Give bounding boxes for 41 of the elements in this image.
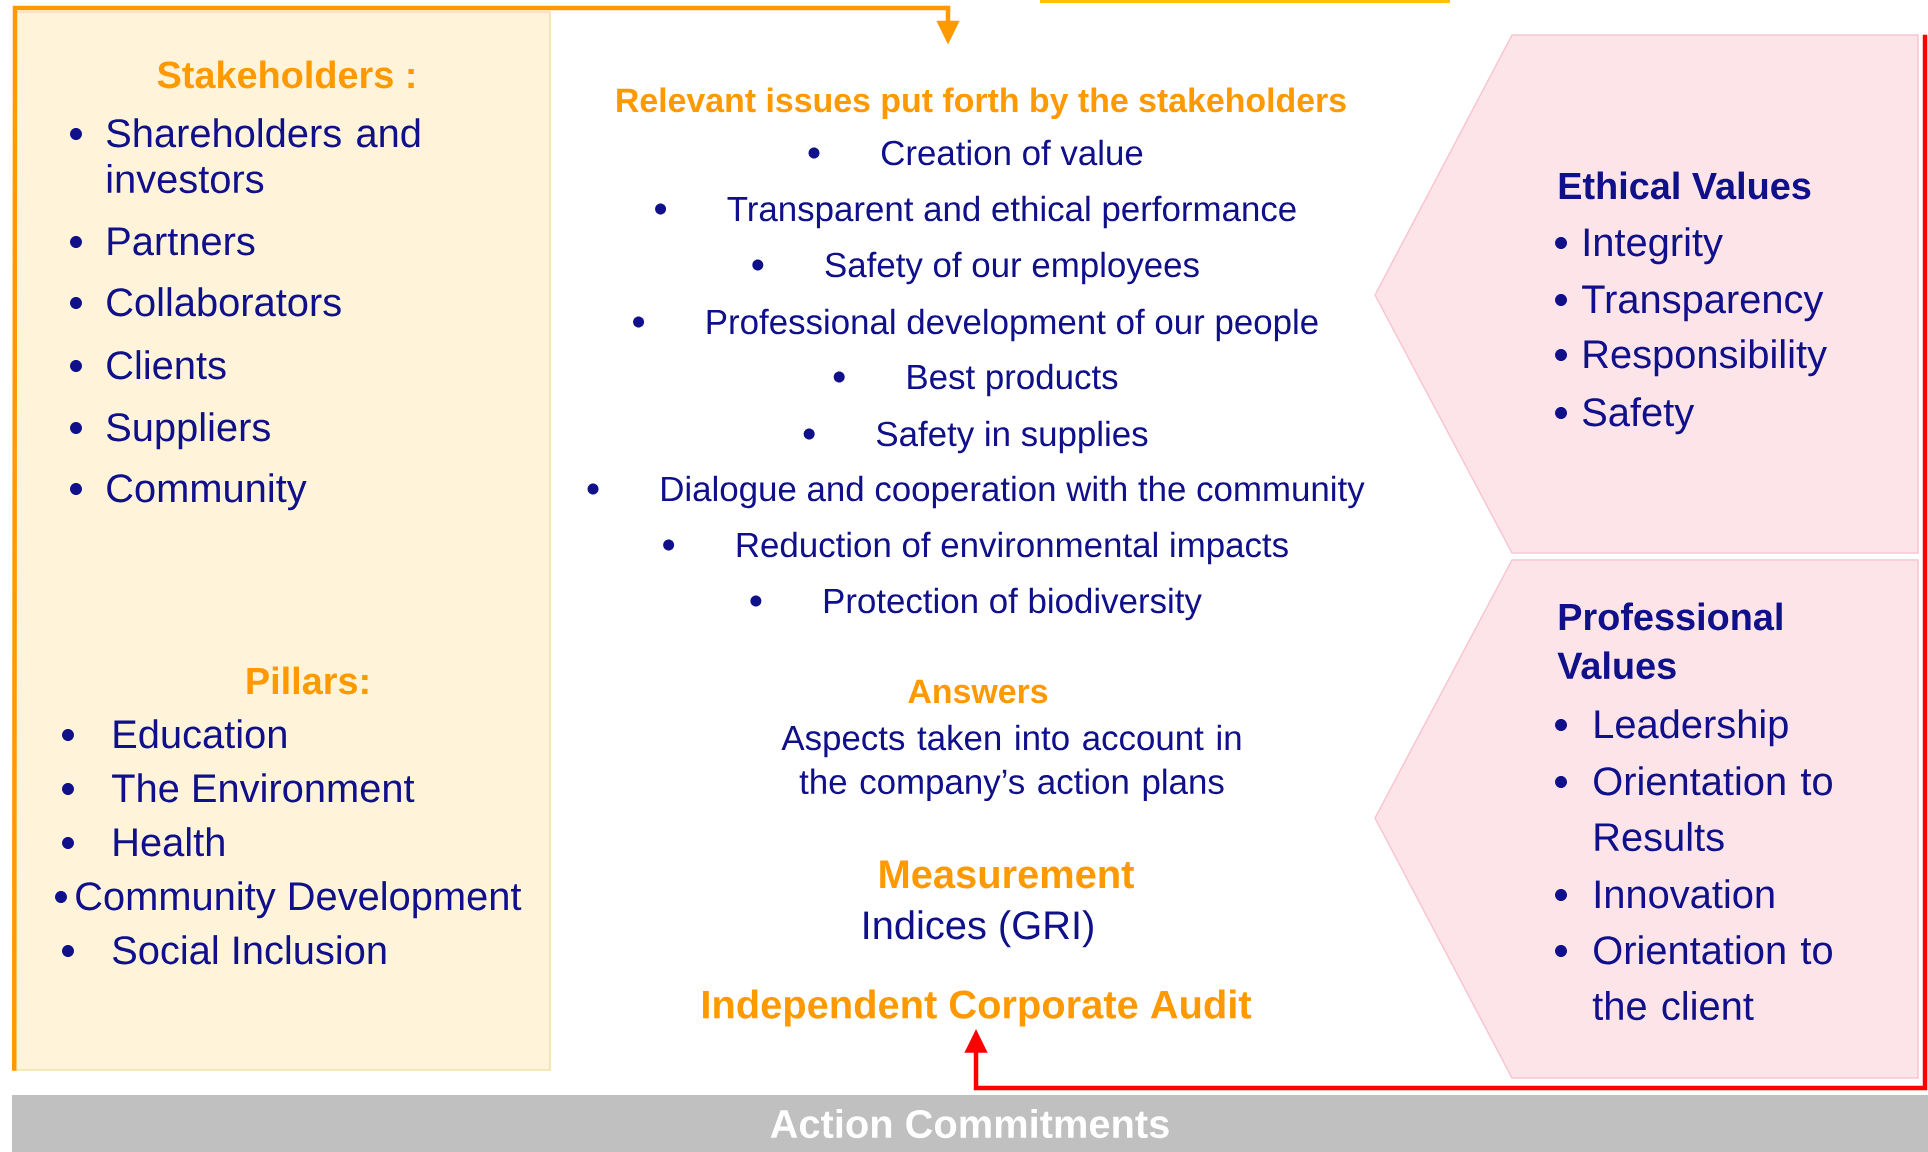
list-item: Education: [62, 719, 286, 749]
heading: Pillars:: [247, 666, 368, 695]
list-item: Creation of value: [808, 139, 1143, 166]
list-item: Safety in supplies: [803, 420, 1148, 454]
list-item: Community Development: [55, 881, 522, 919]
list-item: The Environment: [62, 773, 415, 803]
arrow: [964, 34, 1928, 1091]
list-item: Orientation to Results: [1555, 766, 1832, 852]
list-item: Orientation to the client: [1555, 935, 1832, 1021]
list-item: Innovation: [1555, 879, 1774, 909]
list-item: Safety of our employees: [752, 251, 1199, 285]
list-item: Community: [70, 473, 307, 511]
heading: Answers: [908, 679, 1048, 704]
audit-label: Independent Corporate Audit: [703, 989, 1252, 1027]
body-text: Indices (GRI): [864, 910, 1093, 948]
heading: Ethical Values: [1559, 171, 1811, 200]
list-item: Best products: [833, 363, 1118, 397]
list-item: Safety: [1555, 397, 1695, 435]
list-item: Integrity: [1555, 227, 1723, 265]
list-item: Reduction of environmental impacts: [663, 531, 1288, 565]
list-item: Social Inclusion: [62, 935, 386, 965]
list-item: Dialogue and cooperation with the community: [587, 475, 1365, 509]
heading: Professional Values: [1557, 602, 1782, 680]
list-item: Suppliers: [70, 412, 270, 450]
body-text: Aspects taken into account in the company’s action plans: [781, 724, 1241, 802]
list-item: Health: [62, 827, 224, 857]
list-item: Shareholders and investors: [70, 118, 420, 194]
arrow: [12, 5, 960, 1071]
action-bar: Action Commitments: [12, 1095, 1928, 1152]
list-item: Professional development of our people: [633, 308, 1318, 342]
list-item: Clients: [70, 350, 226, 380]
heading: Relevant issues put forth by the stakeholders: [617, 87, 1346, 120]
list-item: Protection of biodiversity: [750, 587, 1202, 621]
list-item: Leadership: [1555, 709, 1788, 747]
list-item: Collaborators: [70, 287, 341, 317]
list-item: Transparent and ethical performance: [655, 195, 1296, 229]
list-item: Partners: [70, 227, 255, 256]
heading: Measurement: [880, 860, 1134, 889]
list-item: Responsibility: [1555, 339, 1827, 377]
list-item: Transparency: [1555, 285, 1824, 322]
heading: Stakeholders :: [157, 60, 414, 89]
